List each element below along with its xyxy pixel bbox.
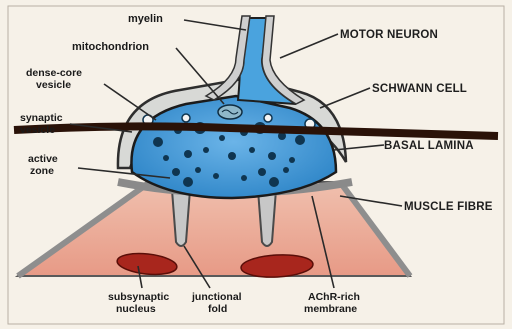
label-dense-core-vesicle-line1: dense-core [26, 67, 82, 79]
junctional-fold-1 [172, 190, 190, 246]
label-basal-lamina: BASAL LAMINA [384, 140, 474, 152]
label-myelin: myelin [128, 13, 163, 25]
label-achr-rich-membrane-line2: membrane [304, 303, 357, 315]
label-mitochondrion: mitochondrion [72, 41, 149, 53]
label-active-zone-line1: active [28, 153, 58, 165]
label-synaptic-vesicle-line2: vesicle [20, 124, 55, 136]
label-junctional-fold-line1: junctional [191, 291, 242, 303]
label-junctional-fold-line2: fold [208, 303, 227, 315]
label-dense-core-vesicle-line2: vesicle [36, 79, 71, 91]
label-muscle-fibre: MUSCLE FIBRE [404, 201, 493, 213]
junctional-fold-2 [258, 190, 276, 246]
label-schwann-cell: SCHWANN CELL [372, 83, 467, 95]
label-subsynaptic-nucleus-line1: subsynaptic [108, 291, 169, 303]
label-motor-neuron: MOTOR NEURON [340, 29, 438, 41]
label-achr-rich-membrane-line1: AChR-rich [308, 291, 360, 303]
label-subsynaptic-nucleus-line2: nucleus [116, 303, 156, 315]
label-synaptic-vesicle-line1: synaptic [20, 112, 63, 124]
label-active-zone-line2: zone [30, 165, 54, 177]
